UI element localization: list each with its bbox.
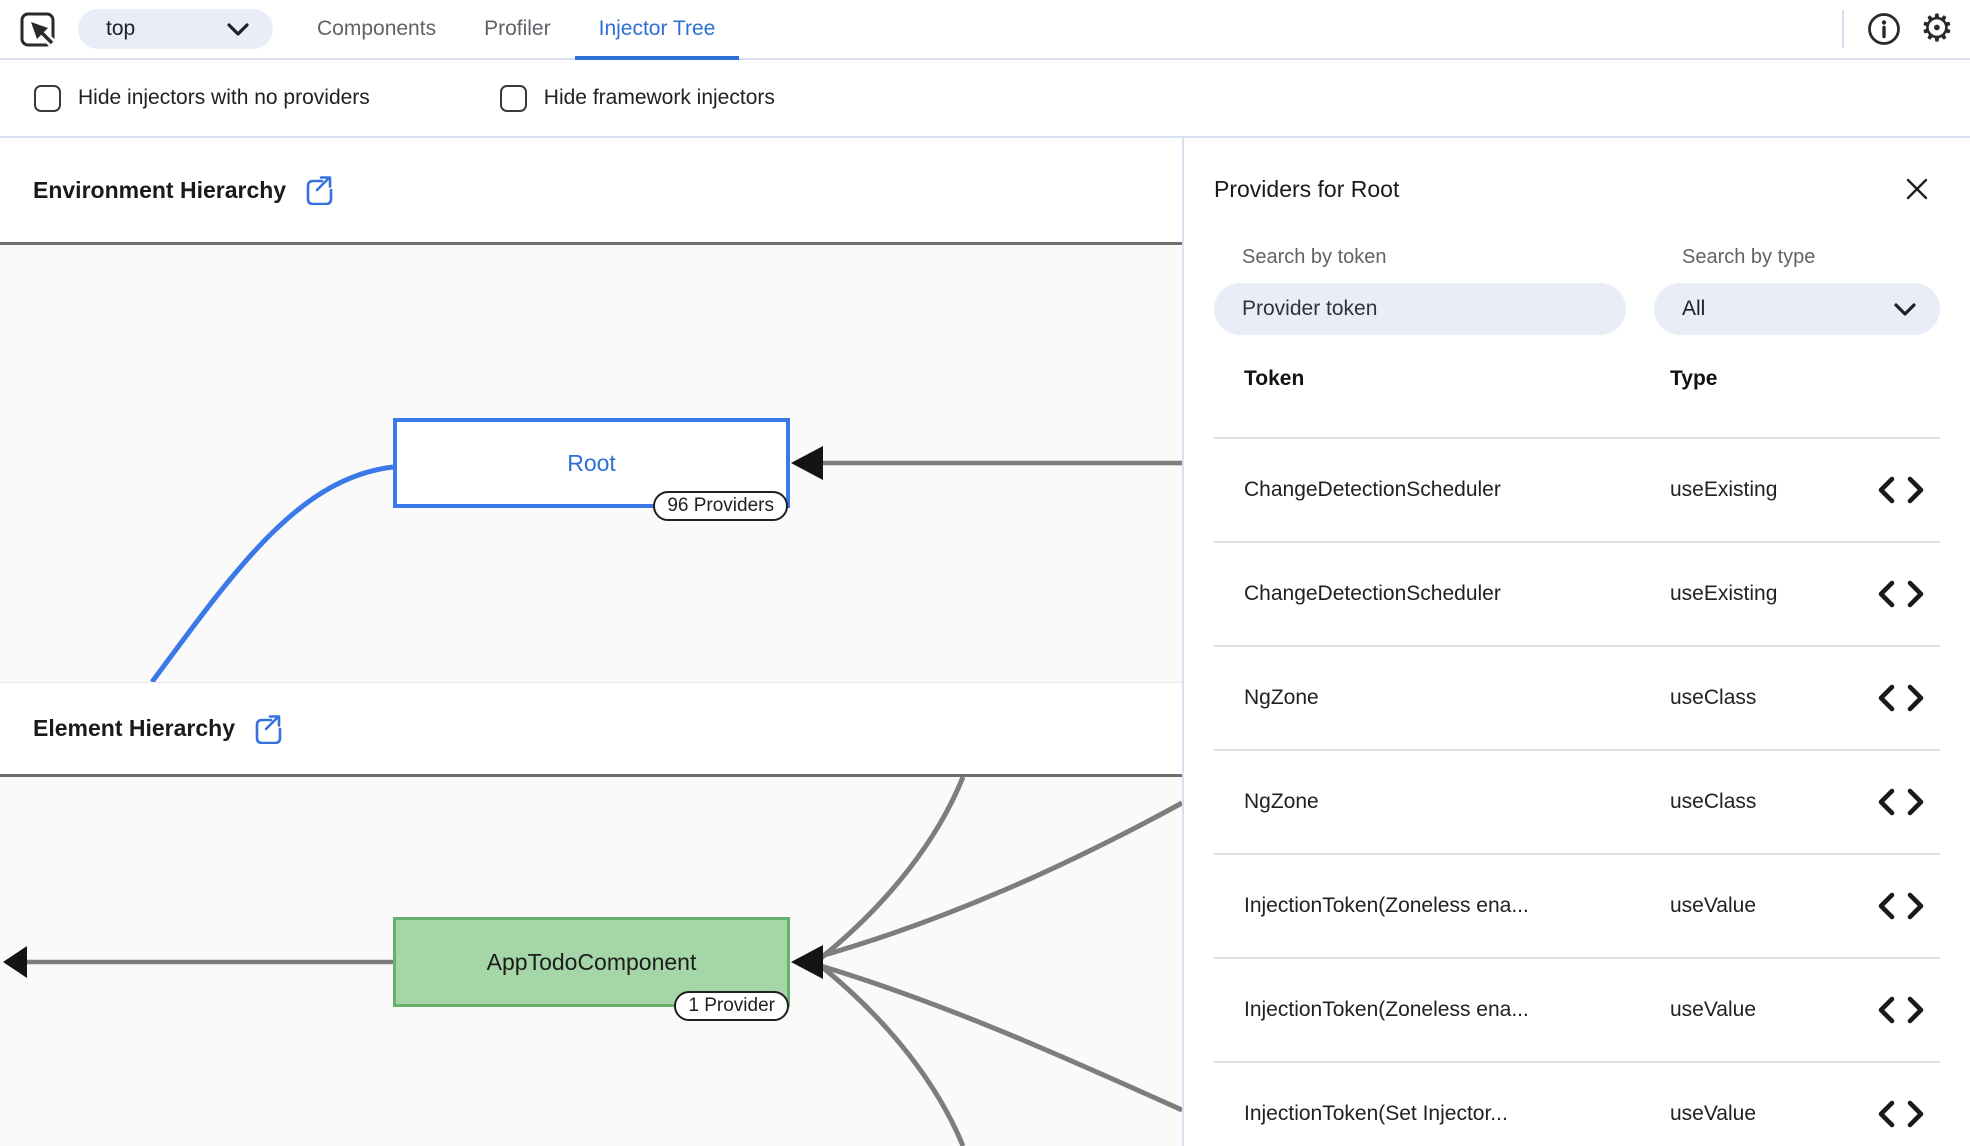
environment-hierarchy-title: Environment Hierarchy [33,176,287,203]
tab[interactable]: Profiler [460,0,575,58]
view-source-icon[interactable] [1862,788,1940,816]
provider-type: useValue [1670,1102,1757,1125]
providers-count-badge[interactable]: 1 Provider [674,991,789,1021]
provider-type: useExisting [1670,478,1778,501]
node-label: AppTodoComponent [486,948,697,975]
environment-graph[interactable]: Root 96 Providers [0,245,1182,682]
view-source-icon[interactable] [1862,1100,1940,1128]
type-column-header: Type [1670,367,1718,390]
frame-selector[interactable]: top [78,9,273,49]
type-select[interactable]: All [1654,283,1940,335]
filter-label: Hide framework injectors [543,86,775,109]
filter-hide-no-providers[interactable]: Hide injectors with no providers [34,84,370,112]
provider-token: NgZone [1244,686,1319,709]
provider-token: InjectionToken(Set Injector... [1244,1102,1508,1125]
provider-type: useValue [1670,894,1757,917]
info-icon [1866,11,1902,47]
filter-bar: Hide injectors with no providers Hide fr… [0,60,1970,138]
checkbox-unchecked[interactable] [34,84,61,112]
inspect-element-button[interactable] [18,9,58,49]
provider-token: InjectionToken(Zoneless ena... [1244,894,1529,917]
view-source-icon[interactable] [1862,580,1940,608]
tab-bar: Components Profiler Injector Tree [293,0,740,60]
close-icon [1904,176,1930,202]
provider-row[interactable]: ChangeDetectionScheduler useExisting [1214,543,1940,647]
provider-type: useExisting [1670,582,1778,605]
view-source-icon[interactable] [1862,684,1940,712]
providers-table-body: ChangeDetectionScheduler useExisting Cha… [1214,439,1940,1146]
providers-count-badge[interactable]: 96 Providers [653,491,788,521]
open-in-new-icon[interactable] [303,175,333,205]
open-in-new-icon[interactable] [252,714,282,744]
search-by-type-label: Search by type [1682,246,1816,268]
token-search-input[interactable] [1214,283,1626,335]
provider-type: useClass [1670,790,1757,813]
chevron-down-icon [1892,301,1918,317]
inspect-icon [18,9,58,49]
element-graph[interactable]: AppTodoComponent 1 Provider [0,777,1182,1146]
provider-token: ChangeDetectionScheduler [1244,582,1501,605]
close-button[interactable] [1900,172,1934,206]
toolbar-divider [1841,10,1844,48]
tab[interactable]: Injector Tree [574,0,740,60]
provider-type: useValue [1670,998,1757,1021]
injector-node-root[interactable]: Root 96 Providers [393,418,790,521]
frame-selector-value: top [106,17,136,40]
provider-row[interactable]: NgZone useClass [1214,647,1940,751]
view-source-icon[interactable] [1862,476,1940,504]
about-button[interactable] [1866,11,1902,47]
provider-row[interactable]: InjectionToken(Zoneless ena... useValue [1214,855,1940,959]
provider-search-controls: Search by token Search by type All [1214,246,1940,335]
chevron-down-icon [225,21,251,37]
node-label: Root [567,449,616,476]
gear-icon: ⚙ [1919,8,1954,50]
provider-token: InjectionToken(Zoneless ena... [1244,998,1529,1021]
topbar-actions: ⚙ [1841,10,1970,48]
element-hierarchy-header: Element Hierarchy [0,682,1182,777]
filter-hide-framework[interactable]: Hide framework injectors [499,84,775,112]
environment-hierarchy-header: Environment Hierarchy [0,138,1182,245]
providers-table: Token Type ChangeDetectionScheduler useE… [1214,367,1940,1146]
providers-panel: Providers for Root Search by token Searc… [1182,138,1970,1146]
settings-button[interactable]: ⚙ [1902,10,1954,48]
checkbox-unchecked[interactable] [499,84,527,112]
provider-token: NgZone [1244,790,1319,813]
tab[interactable]: Components [293,0,460,58]
provider-type: useClass [1670,686,1757,709]
view-source-icon[interactable] [1862,892,1940,920]
filter-label: Hide injectors with no providers [78,86,370,109]
injector-graphs: Environment Hierarchy Root 96 Providers [0,138,1182,1146]
type-select-value: All [1682,297,1706,320]
providers-panel-title: Providers for Root [1214,175,1400,202]
token-column-header: Token [1244,367,1305,390]
view-source-icon[interactable] [1862,996,1940,1024]
element-hierarchy-title: Element Hierarchy [33,715,235,741]
provider-row[interactable]: ChangeDetectionScheduler useExisting [1214,439,1940,543]
provider-row[interactable]: InjectionToken(Zoneless ena... useValue [1214,959,1940,1063]
provider-token: ChangeDetectionScheduler [1244,478,1501,501]
injector-node-apptodocomponent[interactable]: AppTodoComponent 1 Provider [393,917,790,1021]
provider-row[interactable]: NgZone useClass [1214,751,1940,855]
provider-row[interactable]: InjectionToken(Set Injector... useValue [1214,1063,1940,1146]
search-by-token-label: Search by token [1242,246,1387,268]
top-bar: top Components Profiler Injector Tree [0,0,1970,60]
providers-table-header: Token Type [1214,367,1940,439]
